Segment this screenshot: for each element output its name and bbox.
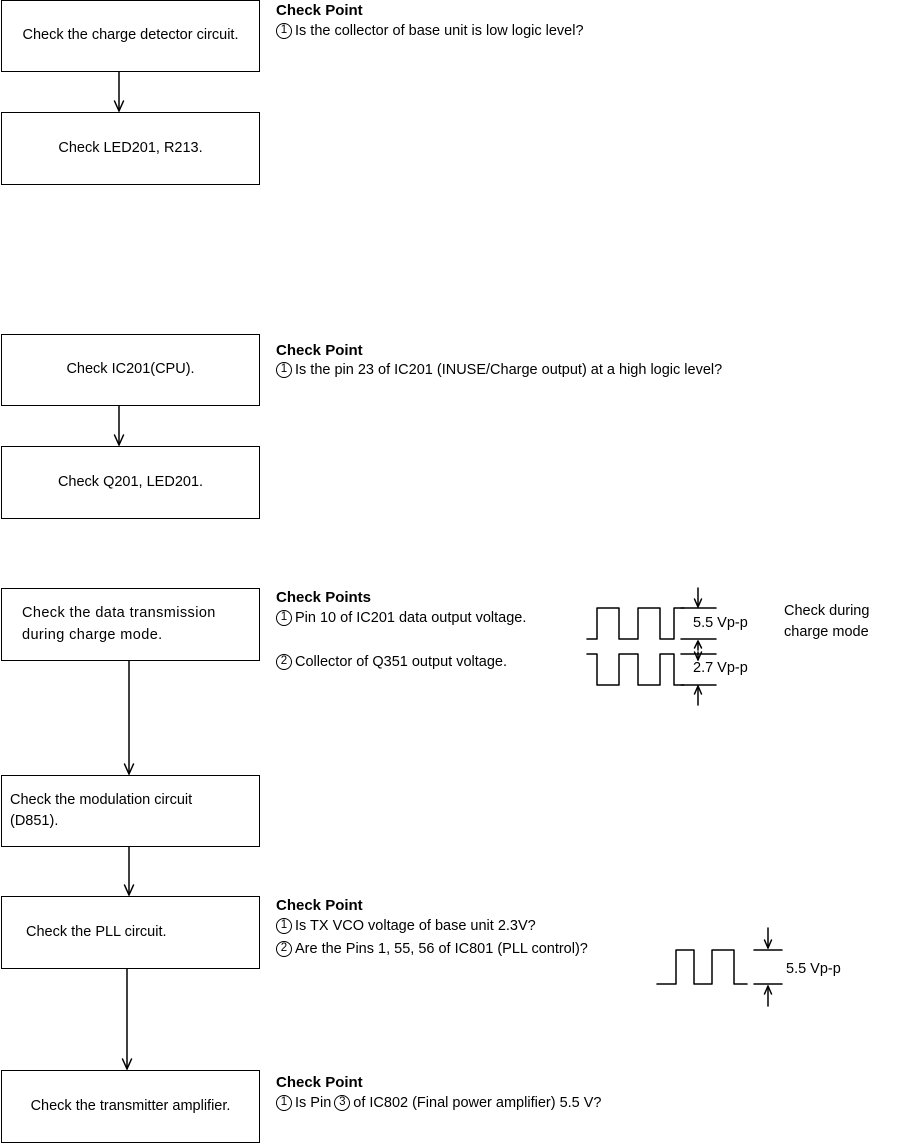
circled-number: 1 [276, 23, 292, 39]
box-modulation-circuit: Check the modulation circuit (D851). [1, 775, 260, 847]
connector-arrow [113, 405, 125, 446]
box-line: Check the modulation circuit [10, 791, 193, 808]
check-item: 1 Is the pin 23 of IC201 (INUSE/Charge o… [276, 362, 722, 378]
box-line: during charge mode. [22, 626, 163, 643]
waveform-voltage-label: 5.5 Vp-p [693, 615, 748, 631]
box-text: Check the data transmission during charg… [22, 603, 216, 645]
box-ic201-cpu: Check IC201(CPU). [1, 334, 260, 406]
box-label: Check the PLL circuit. [26, 923, 167, 940]
check-point-title: Check Point [276, 2, 363, 19]
check-text-pre: Is Pin [295, 1095, 332, 1111]
box-label: Check LED201, R213. [58, 139, 203, 156]
circled-number: 1 [276, 918, 292, 934]
check-item: 1 Is the collector of base unit is low l… [276, 23, 584, 39]
check-item: 2 Are the Pins 1, 55, 56 of IC801 (PLL c… [276, 941, 588, 957]
box-line: Check the data transmission [22, 605, 216, 622]
check-text: Collector of Q351 output voltage. [295, 654, 507, 670]
box-label: Check Q201, LED201. [57, 473, 204, 490]
box-data-transmission: Check the data transmission during charg… [1, 588, 260, 661]
note-line: charge mode [784, 624, 869, 641]
waveform-voltage-label: 5.5 Vp-p [786, 961, 841, 977]
circled-number: 2 [276, 941, 292, 957]
note-line: Check during [784, 603, 870, 619]
waveform-pulse-train [656, 927, 783, 1007]
box-led201-r213: Check LED201, R213. [1, 112, 260, 185]
connector-arrow [123, 660, 135, 775]
check-item: 1 Is TX VCO voltage of base unit 2.3V? [276, 918, 536, 934]
check-text: Is TX VCO voltage of base unit 2.3V? [295, 918, 536, 934]
check-item: 2 Collector of Q351 output voltage. [276, 654, 507, 670]
circled-number: 1 [276, 1095, 292, 1111]
connector-arrow [123, 846, 135, 896]
box-label: Check IC201(CPU). [66, 361, 195, 378]
circled-number: 3 [334, 1095, 351, 1111]
circled-number: 1 [276, 610, 292, 626]
circled-number: 1 [276, 362, 292, 378]
box-transmitter-amplifier: Check the transmitter amplifier. [1, 1070, 260, 1143]
check-text-post: of IC802 (Final power amplifier) 5.5 V? [353, 1095, 602, 1111]
check-text: Pin 10 of IC201 data output voltage. [295, 610, 527, 626]
check-point-title: Check Point [276, 897, 363, 914]
connector-arrow [121, 968, 133, 1070]
box-label: Check the transmitter amplifier. [30, 1097, 231, 1114]
waveform-voltage-label: 2.7 Vp-p [693, 660, 748, 676]
check-points-title: Check Points [276, 589, 372, 606]
circled-number: 2 [276, 654, 292, 670]
check-text: Is the pin 23 of IC201 (INUSE/Charge out… [295, 362, 723, 378]
box-charge-detector: Check the charge detector circuit. [1, 0, 260, 72]
connector-arrow [113, 71, 125, 112]
check-item: 1 Is Pin 3 of IC802 (Final power amplifi… [276, 1095, 602, 1111]
box-pll-circuit: Check the PLL circuit. [1, 896, 260, 969]
box-line: (D851). [10, 813, 59, 829]
waveform-note: Check during charge mode [784, 601, 869, 643]
box-text: Check the modulation circuit (D851). [10, 790, 192, 832]
check-text: Are the Pins 1, 55, 56 of IC801 (PLL con… [295, 941, 588, 957]
check-point-title: Check Point [276, 1074, 363, 1091]
check-item: 1 Pin 10 of IC201 data output voltage. [276, 610, 526, 626]
box-q201-led201: Check Q201, LED201. [1, 446, 260, 519]
check-point-title: Check Point [276, 342, 363, 359]
box-label: Check the charge detector circuit. [22, 27, 239, 44]
check-text: Is the collector of base unit is low log… [295, 23, 584, 39]
